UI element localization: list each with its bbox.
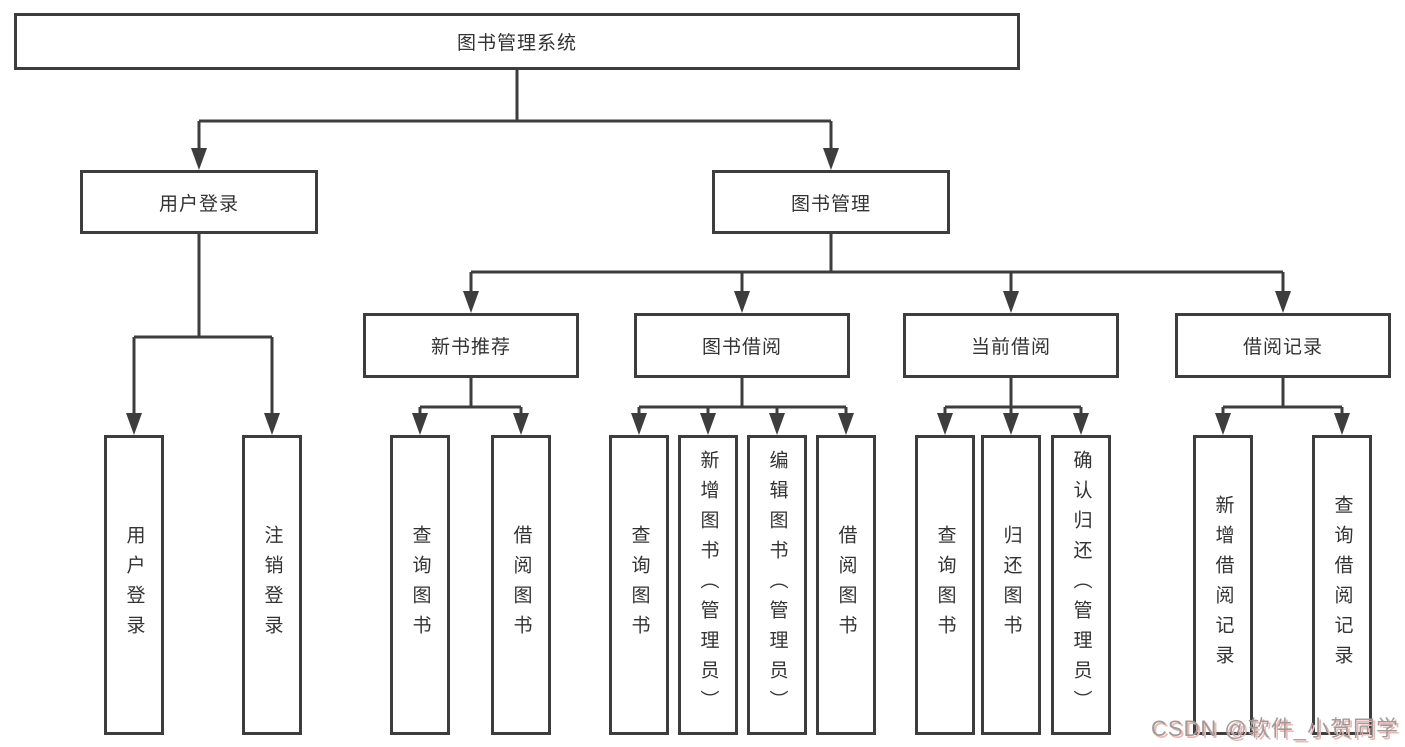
leaf-newbook-borrow-books: 借阅图书 xyxy=(491,435,551,735)
node-book-borrow: 图书借阅 xyxy=(634,313,850,378)
leaf-label: 查询图书 xyxy=(628,525,650,645)
leaf-label: 查询借阅记录 xyxy=(1331,495,1353,675)
leaf-current-query-books: 查询图书 xyxy=(915,435,975,735)
leaf-label: 注销登录 xyxy=(261,525,283,645)
csdn-watermark: CSDN @软件_小贺同学 xyxy=(1150,716,1399,741)
node-label: 图书管理 xyxy=(790,193,871,215)
node-label: 用户登录 xyxy=(158,193,239,215)
node-borrow-record: 借阅记录 xyxy=(1175,313,1391,378)
leaf-label: 借阅图书 xyxy=(510,525,532,645)
node-label: 借阅记录 xyxy=(1242,337,1323,358)
leaf-newbook-query-books: 查询图书 xyxy=(390,435,450,735)
leaf-record-add-borrow-record: 新增借阅记录 xyxy=(1193,435,1253,735)
node-label: 图书管理系统 xyxy=(456,33,577,54)
leaf-record-query-borrow-record: 查询借阅记录 xyxy=(1312,435,1372,735)
leaf-label: 编辑图书（管理员） xyxy=(766,450,788,720)
leaf-logout-login: 注销登录 xyxy=(242,435,302,735)
node-current-borrow: 当前借阅 xyxy=(903,313,1119,378)
leaf-label: 确认归还（管理员） xyxy=(1070,450,1092,720)
leaf-label: 用户登录 xyxy=(123,525,145,645)
leaf-borrow-query-books: 查询图书 xyxy=(609,435,669,735)
leaf-borrow-edit-books-admin: 编辑图书（管理员） xyxy=(747,435,807,735)
node-label: 图书借阅 xyxy=(701,337,782,358)
leaf-label: 新增借阅记录 xyxy=(1212,495,1234,675)
leaf-label: 查询图书 xyxy=(409,525,431,645)
leaf-current-confirm-return-admin: 确认归还（管理员） xyxy=(1051,435,1111,735)
node-new-book-recommend: 新书推荐 xyxy=(363,313,579,378)
leaf-label: 借阅图书 xyxy=(835,525,857,645)
node-user-login: 用户登录 xyxy=(80,170,318,234)
node-label: 新书推荐 xyxy=(430,337,511,358)
leaf-borrow-borrow-books: 借阅图书 xyxy=(816,435,876,735)
leaf-label: 新增图书（管理员） xyxy=(697,450,719,720)
node-book-management: 图书管理 xyxy=(712,170,950,234)
node-library-system: 图书管理系统 xyxy=(14,13,1020,70)
leaf-label: 查询图书 xyxy=(934,525,956,645)
leaf-user-login: 用户登录 xyxy=(104,435,164,735)
leaf-label: 归还图书 xyxy=(1000,525,1022,645)
node-label: 当前借阅 xyxy=(970,337,1051,358)
leaf-current-return-books: 归还图书 xyxy=(981,435,1041,735)
leaf-borrow-add-books-admin: 新增图书（管理员） xyxy=(678,435,738,735)
